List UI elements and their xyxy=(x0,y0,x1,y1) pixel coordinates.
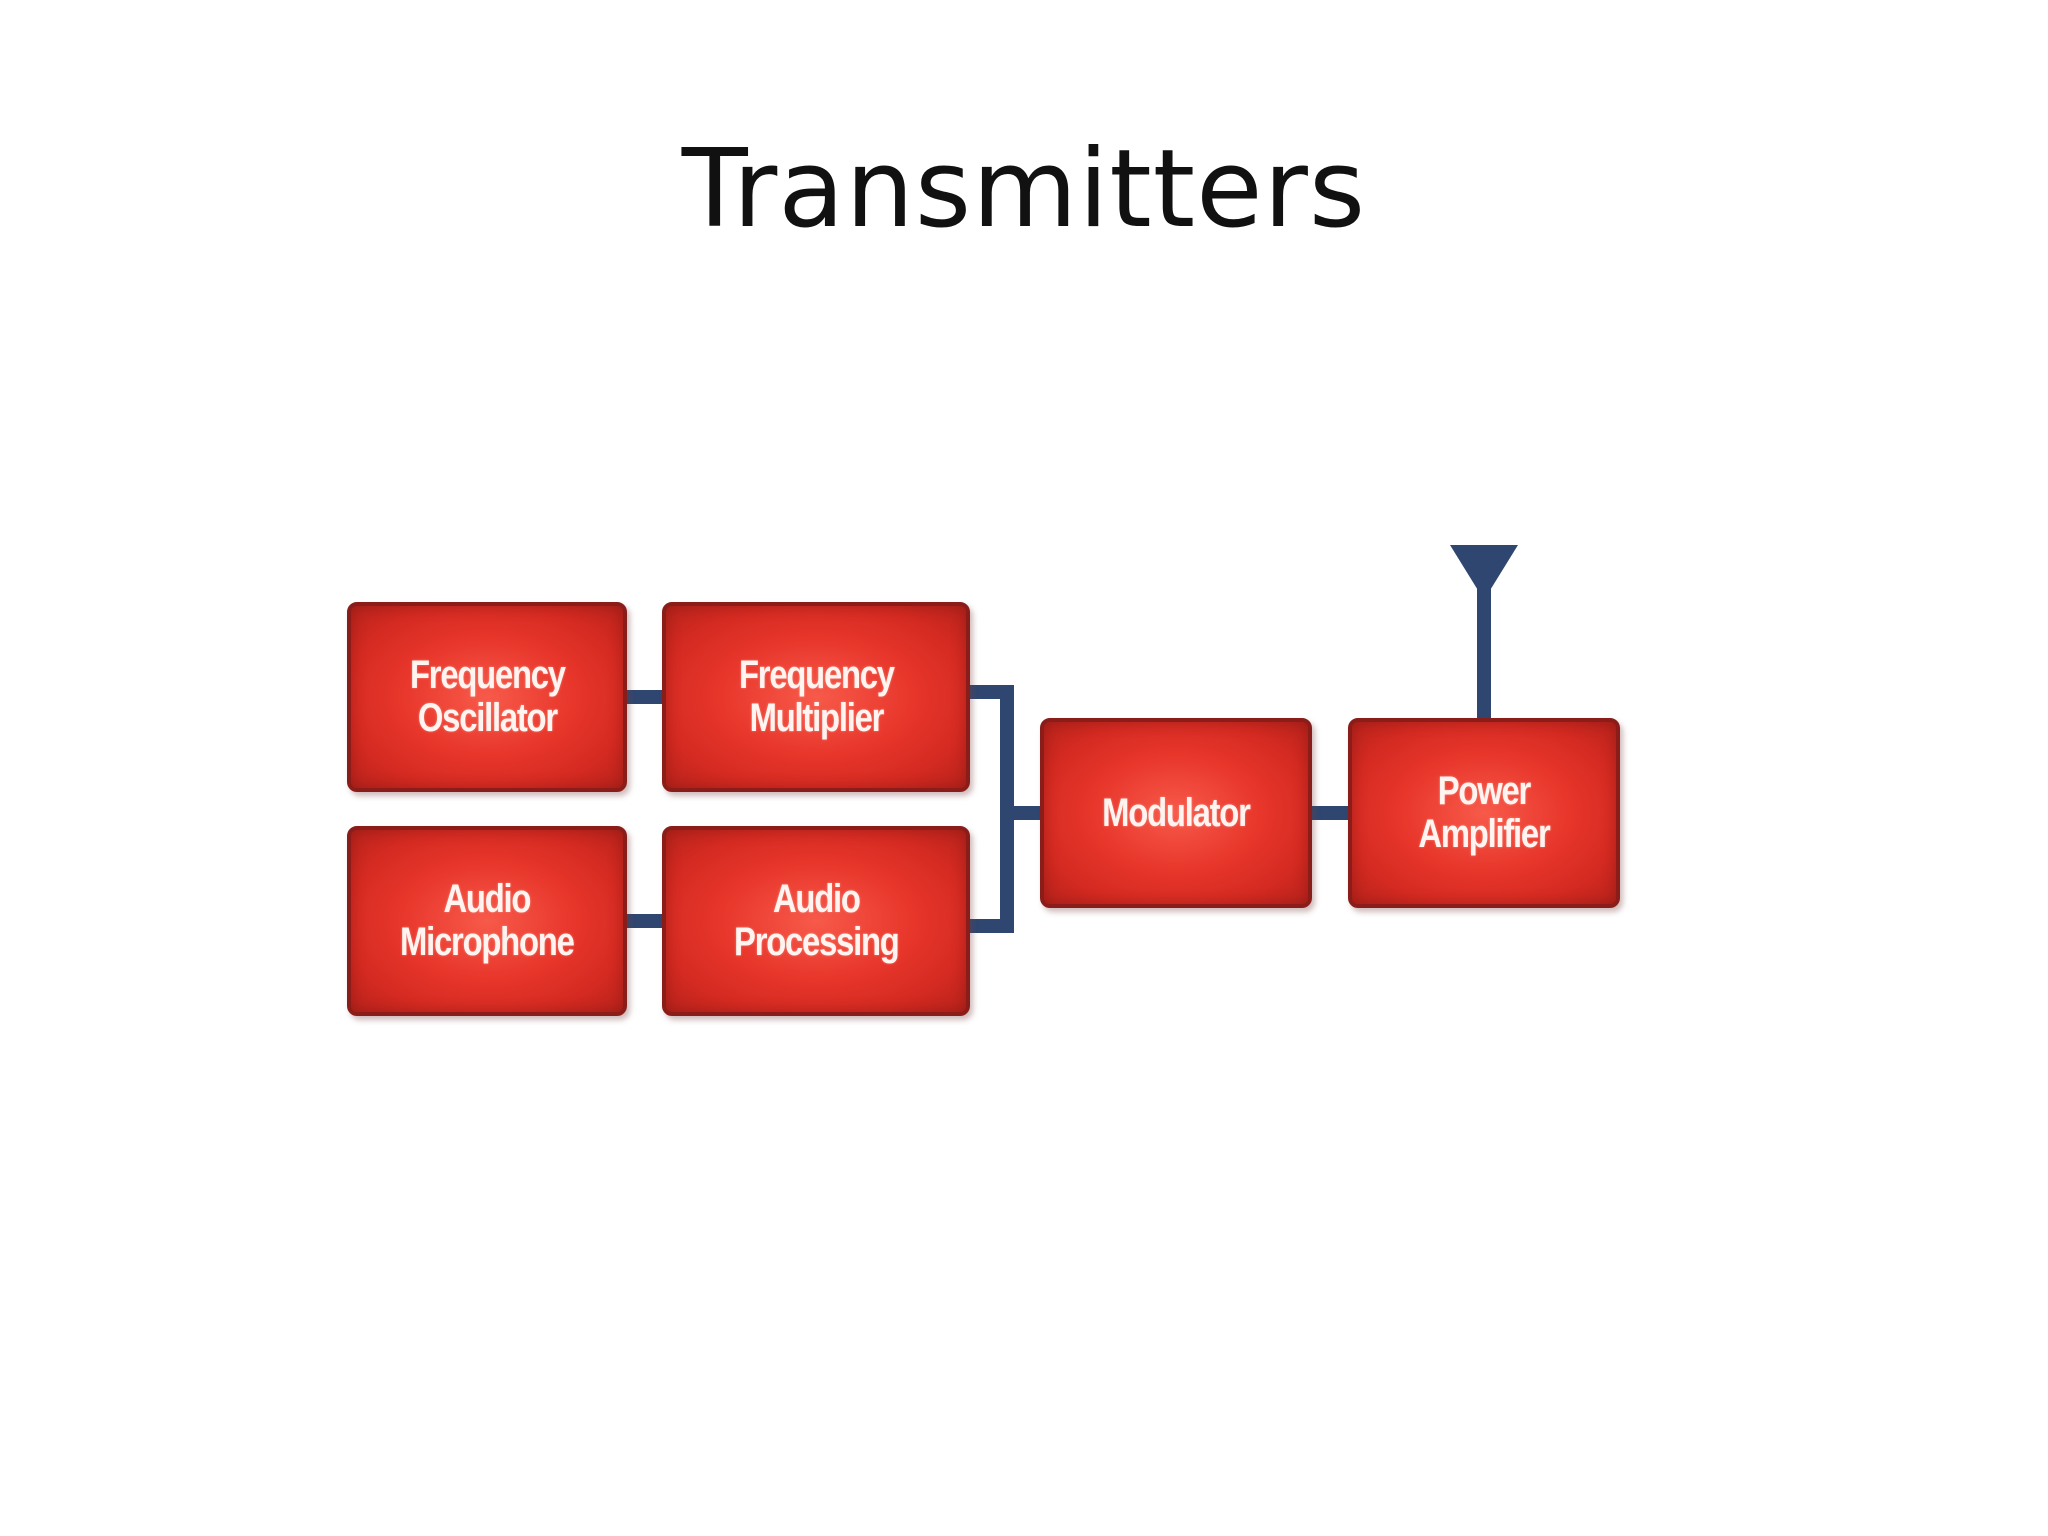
block-frequency-multiplier: Frequency Multiplier xyxy=(662,602,970,792)
block-label: Frequency Oscillator xyxy=(409,653,566,740)
block-label: Power Amplifier xyxy=(1418,769,1550,856)
block-modulator: Modulator xyxy=(1040,718,1312,908)
block-label: Audio Microphone xyxy=(400,877,575,964)
slide-title: Transmitters xyxy=(681,127,1367,252)
connector-mult-bus xyxy=(970,685,1014,933)
block-power-amplifier: Power Amplifier xyxy=(1348,718,1620,908)
block-label: Frequency Multiplier xyxy=(738,653,895,740)
block-label: Modulator xyxy=(1102,790,1251,835)
block-label: Audio Processing xyxy=(733,877,900,964)
block-audio-microphone: Audio Microphone xyxy=(347,826,627,1016)
antenna-icon xyxy=(1450,545,1518,600)
block-frequency-oscillator: Frequency Oscillator xyxy=(347,602,627,792)
block-audio-processing: Audio Processing xyxy=(662,826,970,1016)
